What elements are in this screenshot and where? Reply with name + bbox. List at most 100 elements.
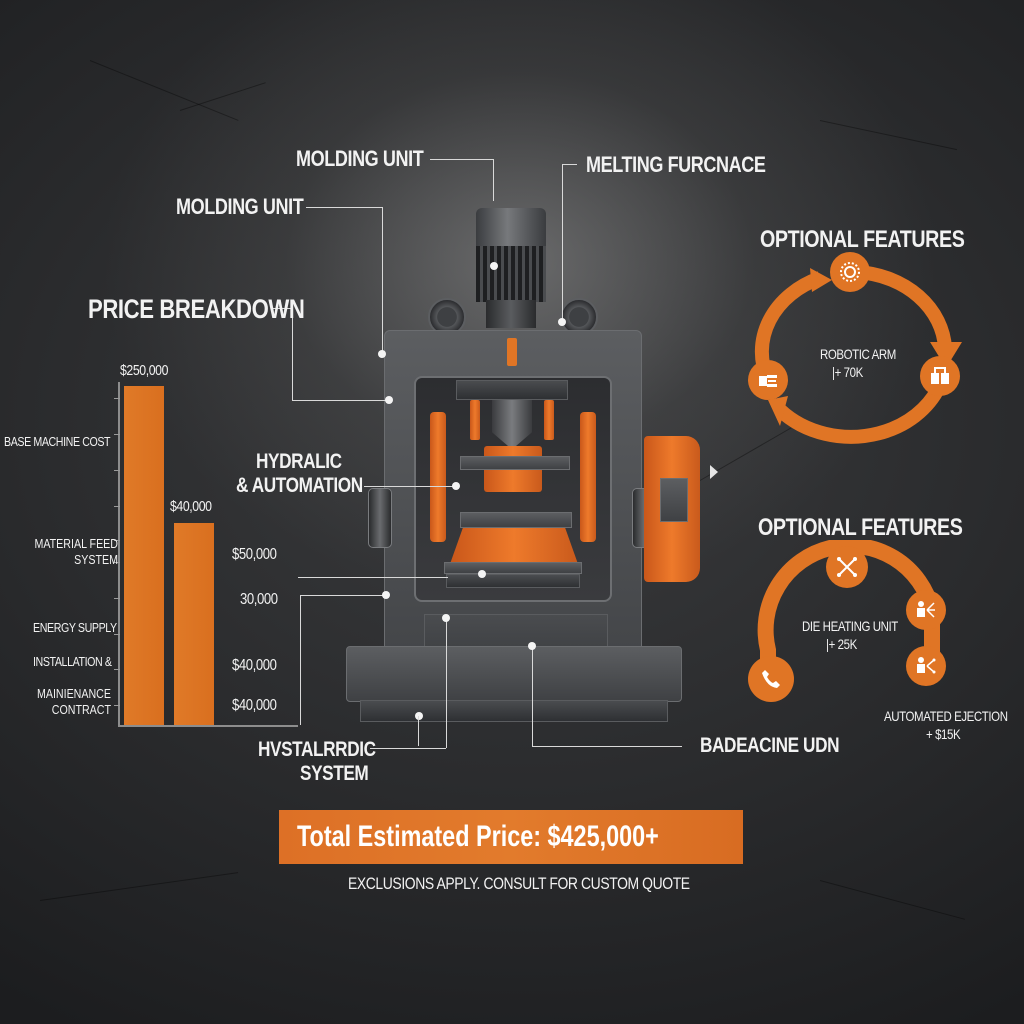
bar-label-2: $40,000 <box>170 498 212 515</box>
category-energy-supply: Energy Supply <box>33 620 117 635</box>
optional-features-title-2: Optional Features <box>758 514 963 541</box>
bar-label-1: $250,000 <box>120 362 169 379</box>
bed-plate <box>444 562 582 574</box>
price-breakdown-title: Price Breakdown <box>88 294 305 324</box>
motor-fins <box>476 246 546 302</box>
leader-line <box>292 400 388 401</box>
leader-line <box>364 486 458 487</box>
callout-hydraulic-line1: Hydralic <box>256 450 342 473</box>
guide-rod <box>470 400 480 440</box>
leader-line <box>493 159 494 201</box>
chart-y-axis <box>118 382 120 727</box>
axis-tick <box>114 470 120 471</box>
leader-line <box>272 308 292 309</box>
total-note: Exclusions apply. Consult for custom quo… <box>348 874 690 893</box>
latch-left <box>368 488 392 548</box>
background-crack <box>819 120 958 151</box>
category-maintenance: Mainienance Contract <box>36 686 112 717</box>
foot-rail <box>346 646 682 702</box>
network-cross-icon[interactable] <box>826 546 868 588</box>
leader-dot <box>415 712 423 720</box>
robotic-arm-label: Robotic Arm <box>820 346 896 362</box>
callout-hvstal-line2: System <box>300 762 369 785</box>
background-crack <box>39 872 239 901</box>
callout-melting-furnace: Melting Furcnace <box>586 152 766 177</box>
leader-line <box>382 207 383 353</box>
base-footing <box>360 700 668 722</box>
leader-dot <box>558 318 566 326</box>
axis-tick <box>114 562 120 563</box>
leader-line <box>292 308 293 400</box>
die-heating-label: Die Heating Unit <box>802 618 898 634</box>
leader-line <box>563 164 577 165</box>
leader-dot <box>385 396 393 404</box>
robotic-arm-price: |+ 70K <box>832 364 863 380</box>
category-base-machine: Base Machine Cost <box>4 434 111 449</box>
background-crack <box>819 880 966 920</box>
motor-cap <box>476 208 546 248</box>
axis-tick <box>114 634 120 635</box>
axis-tick <box>114 598 120 599</box>
side-value-3: $40,000 <box>232 657 277 674</box>
callout-base-unit: Badeacine Udn <box>700 734 840 757</box>
leader-line <box>532 646 533 746</box>
side-value-4: $40,000 <box>232 697 277 714</box>
optional-features-title-1: Optional Features <box>760 226 965 253</box>
leader-dot <box>378 350 386 358</box>
axis-tick <box>114 705 120 706</box>
pulley-right <box>560 298 598 336</box>
side-guard-left <box>430 412 446 542</box>
leader-line <box>306 207 382 208</box>
robotic-gripper-icon[interactable] <box>748 360 788 400</box>
axis-tick <box>114 540 120 541</box>
callout-hvstal-line1: Hvstalrrdic <box>258 738 376 761</box>
person-network-icon[interactable] <box>906 590 946 630</box>
callout-hydraulic-line2: & Automation <box>236 474 363 497</box>
category-maintenance-wrap: Mainienance Contract <box>0 686 111 719</box>
leader-line <box>300 595 386 596</box>
die-heating-price: |+ 25K <box>826 636 857 652</box>
bar-material-feed <box>174 523 214 725</box>
total-price-label: Total Estimated Price: $425,000+ <box>297 820 659 853</box>
leader-line <box>562 164 563 319</box>
leader-dot <box>478 570 486 578</box>
background-crack <box>179 82 266 111</box>
side-value-1: $50,000 <box>232 546 277 563</box>
die-plate <box>460 456 570 470</box>
category-installation: Installation & <box>33 654 112 669</box>
leader-line <box>532 746 682 747</box>
leader-line <box>418 716 419 746</box>
bar-base-machine <box>124 386 164 725</box>
leader-dot <box>382 591 390 599</box>
upper-platen <box>456 380 568 400</box>
axis-tick <box>114 506 120 507</box>
leader-dot <box>528 642 536 650</box>
motor-coupling <box>486 300 536 328</box>
leader-line <box>298 577 448 578</box>
background-crack <box>89 60 239 121</box>
side-guard-right <box>580 412 596 542</box>
axis-tick <box>114 434 120 435</box>
leader-dot <box>452 482 460 490</box>
housing-plate <box>660 478 688 522</box>
bed-base <box>446 574 580 588</box>
automated-ejection-price: + $15K <box>926 726 961 742</box>
callout-molding-unit-top: Molding Unit <box>296 146 424 171</box>
top-indicator <box>507 338 517 366</box>
leader-dot <box>490 262 498 270</box>
category-material-feed-wrap: Material Feed System <box>0 536 118 569</box>
control-panel-icon[interactable] <box>920 356 960 396</box>
leader-dot <box>442 614 450 622</box>
callout-molding-unit-left: Molding Unit <box>176 194 304 219</box>
phone-icon[interactable] <box>748 656 794 702</box>
arrow-marker <box>710 465 718 479</box>
leader-line <box>446 618 447 748</box>
leader-line <box>430 159 494 160</box>
axis-tick <box>114 398 120 399</box>
person-share-icon[interactable] <box>906 646 946 686</box>
feature-arc <box>757 540 940 672</box>
gear-icon[interactable] <box>830 252 870 292</box>
total-price-banner: Total Estimated Price: $425,000+ <box>279 810 743 864</box>
leader-line <box>300 595 301 725</box>
lower-die <box>450 528 578 564</box>
